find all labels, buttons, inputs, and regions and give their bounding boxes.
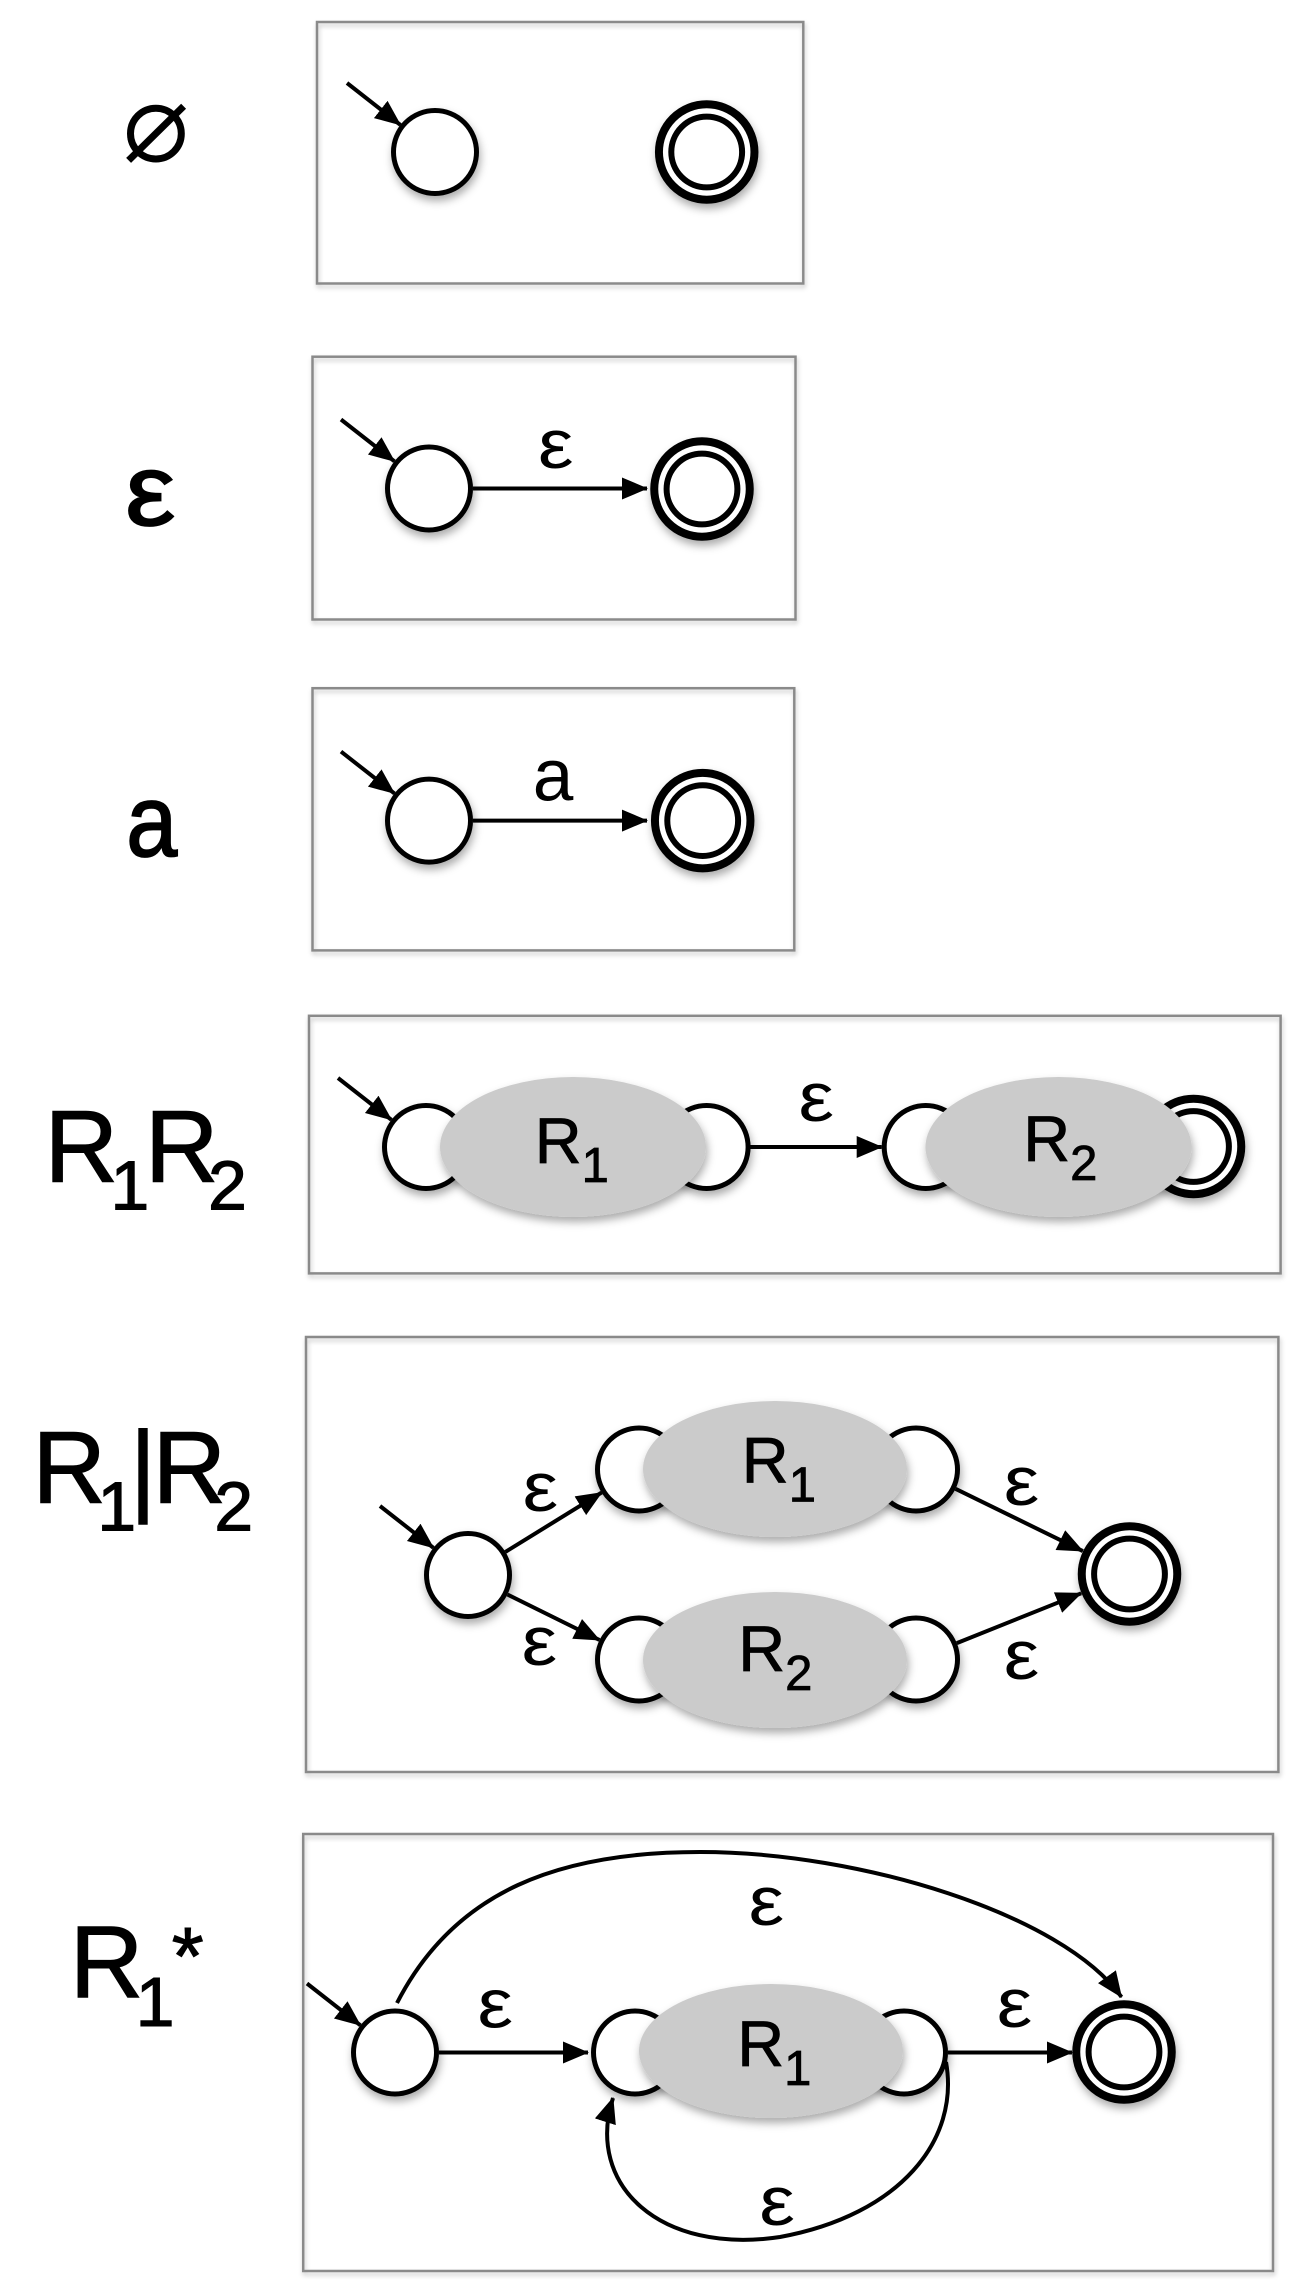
- svg-text:ε: ε: [478, 1965, 514, 2043]
- svg-text:R: R: [153, 1411, 227, 1525]
- svg-text:R: R: [32, 1411, 106, 1525]
- svg-text:R: R: [70, 1905, 144, 2019]
- svg-text:ε: ε: [125, 435, 175, 547]
- svg-text:1: 1: [136, 1963, 175, 2041]
- svg-text:R: R: [45, 1089, 119, 1203]
- svg-text:a: a: [126, 764, 177, 878]
- svg-text:1: 1: [97, 1467, 136, 1545]
- svg-text:ε: ε: [522, 1602, 558, 1680]
- svg-text:ε: ε: [538, 405, 574, 483]
- svg-text:R: R: [145, 1089, 219, 1203]
- svg-text:ε: ε: [749, 1862, 785, 1940]
- svg-text:|: |: [130, 1411, 157, 1525]
- svg-text:1: 1: [110, 1146, 149, 1224]
- svg-text:ε: ε: [1004, 1616, 1040, 1694]
- svg-text:ε: ε: [799, 1058, 835, 1136]
- svg-text:2: 2: [214, 1467, 253, 1545]
- svg-text:ε: ε: [997, 1964, 1033, 2042]
- svg-text:2: 2: [208, 1146, 247, 1224]
- svg-text:ε: ε: [759, 2162, 795, 2240]
- svg-text:a: a: [533, 736, 574, 817]
- svg-text:*: *: [172, 1912, 204, 2003]
- svg-text:ε: ε: [1004, 1442, 1040, 1520]
- svg-text:ε: ε: [523, 1448, 559, 1526]
